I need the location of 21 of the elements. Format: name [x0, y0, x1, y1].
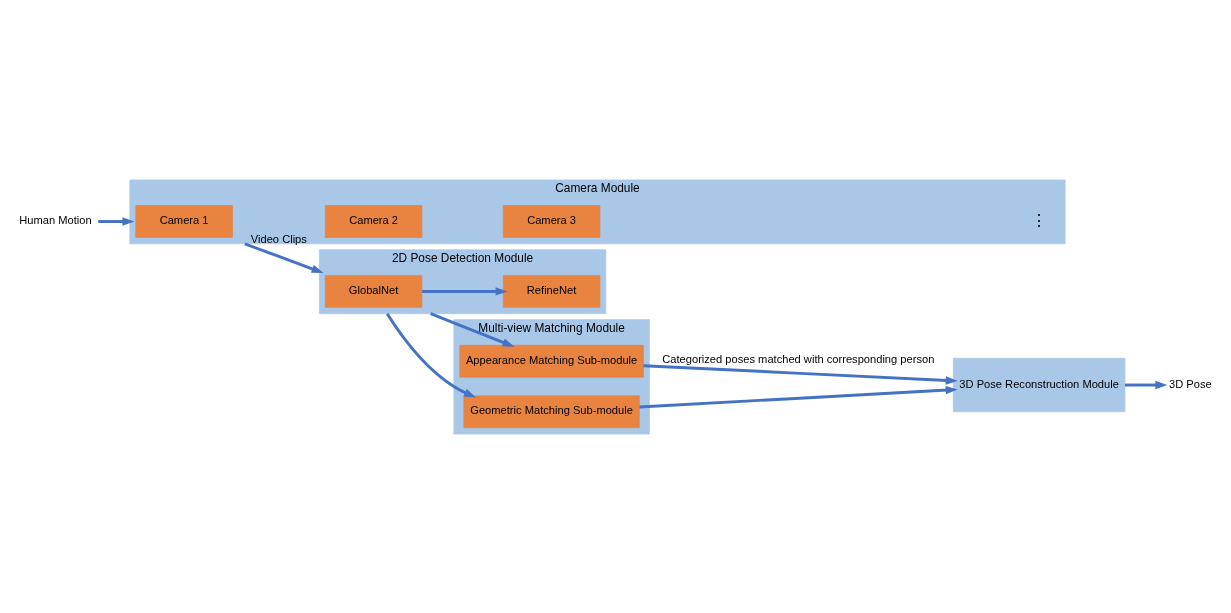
- arrow: [244, 241, 324, 273]
- node-box: GlobalNet: [324, 274, 423, 308]
- arrow: [430, 311, 515, 347]
- node-box: Appearance Matching Sub-module: [459, 344, 644, 378]
- node-box: Camera 1: [135, 204, 233, 238]
- node-box: Geometric Matching Sub-module: [463, 394, 640, 428]
- node-box: 3D Pose Reconstruction Module: [952, 357, 1126, 412]
- arrow: [1125, 380, 1168, 389]
- arrow: [385, 312, 476, 398]
- node-box: Camera 3: [502, 204, 601, 238]
- node-text: Human Motion: [19, 213, 92, 226]
- arrow: [639, 385, 958, 408]
- node-text: 3D Pose: [1169, 377, 1212, 390]
- node-box: RefineNet: [502, 274, 601, 308]
- label: ⋮: [1031, 210, 1048, 229]
- arrow: [643, 363, 958, 385]
- edge-label: Video Clips: [250, 232, 307, 245]
- edge-label: Categorized poses matched with corresponding person: [662, 352, 935, 365]
- arrow: [98, 216, 135, 226]
- node-box: Camera 2: [324, 204, 423, 238]
- arrow: [422, 286, 508, 296]
